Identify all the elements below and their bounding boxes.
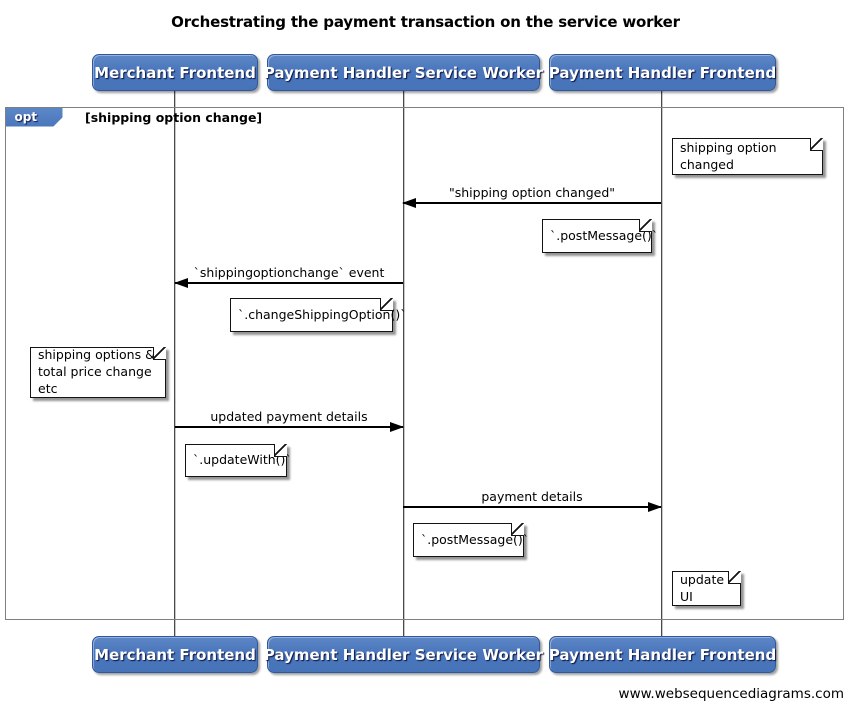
arrow-head-right-icon xyxy=(648,502,662,512)
actor-merchant-frontend-top: Merchant Frontend xyxy=(92,54,258,91)
arrow-head-right-icon xyxy=(390,422,404,432)
message-shippingoptionchange-event: `shippingoptionchange` event xyxy=(174,262,403,288)
websequencediagrams-watermark: www.websequencediagrams.com xyxy=(618,686,844,702)
arrow-head-left-icon xyxy=(174,278,188,288)
actor-payment-handler-service-worker-bottom: Payment Handler Service Worker xyxy=(264,636,543,673)
opt-fragment-condition: [shipping option change] xyxy=(85,110,263,125)
actor-merchant-frontend-bottom: Merchant Frontend xyxy=(92,636,258,673)
note-postmessage-1: `.postMessage()` xyxy=(542,218,658,253)
opt-fragment-tab: opt xyxy=(5,107,63,127)
arrow-shaft xyxy=(403,202,661,204)
actor-payment-handler-service-worker-top: Payment Handler Service Worker xyxy=(264,54,543,91)
note-changeshippingoption: `.changeShippingOption()` xyxy=(230,297,406,332)
note-update-ui: update UI xyxy=(672,570,742,606)
lifeline-payment-handler-service-worker xyxy=(403,91,404,636)
arrow-shaft xyxy=(175,282,403,284)
message-label: "shipping option changed" xyxy=(448,185,615,200)
lifeline-payment-handler-frontend xyxy=(661,91,662,636)
arrow-head-left-icon xyxy=(402,198,416,208)
lifeline-merchant-frontend xyxy=(174,91,175,636)
message-label: updated payment details xyxy=(210,409,368,424)
actor-payment-handler-frontend-top: Payment Handler Frontend xyxy=(549,54,776,91)
arrow-shaft xyxy=(403,506,661,508)
note-shipping-option-changed: shipping option changed xyxy=(672,137,824,175)
actor-payment-handler-frontend-bottom: Payment Handler Frontend xyxy=(549,636,776,673)
diagram-title: Orchestrating the payment transaction on… xyxy=(171,13,680,31)
message-payment-details: payment details xyxy=(403,486,662,512)
arrow-shaft xyxy=(175,426,403,428)
message-updated-payment-details: updated payment details xyxy=(175,406,404,432)
note-postmessage-2: `.postMessage()` xyxy=(413,522,529,557)
message-label: `shippingoptionchange` event xyxy=(193,265,385,280)
message-shipping-option-changed: "shipping option changed" xyxy=(402,182,661,208)
note-shipping-options-total-price: shipping options & total price change et… xyxy=(30,346,167,398)
opt-fragment-frame: opt [shipping option change] xyxy=(5,107,844,620)
note-updatewith: `.updateWith()` xyxy=(185,443,292,477)
message-label: payment details xyxy=(481,489,583,504)
